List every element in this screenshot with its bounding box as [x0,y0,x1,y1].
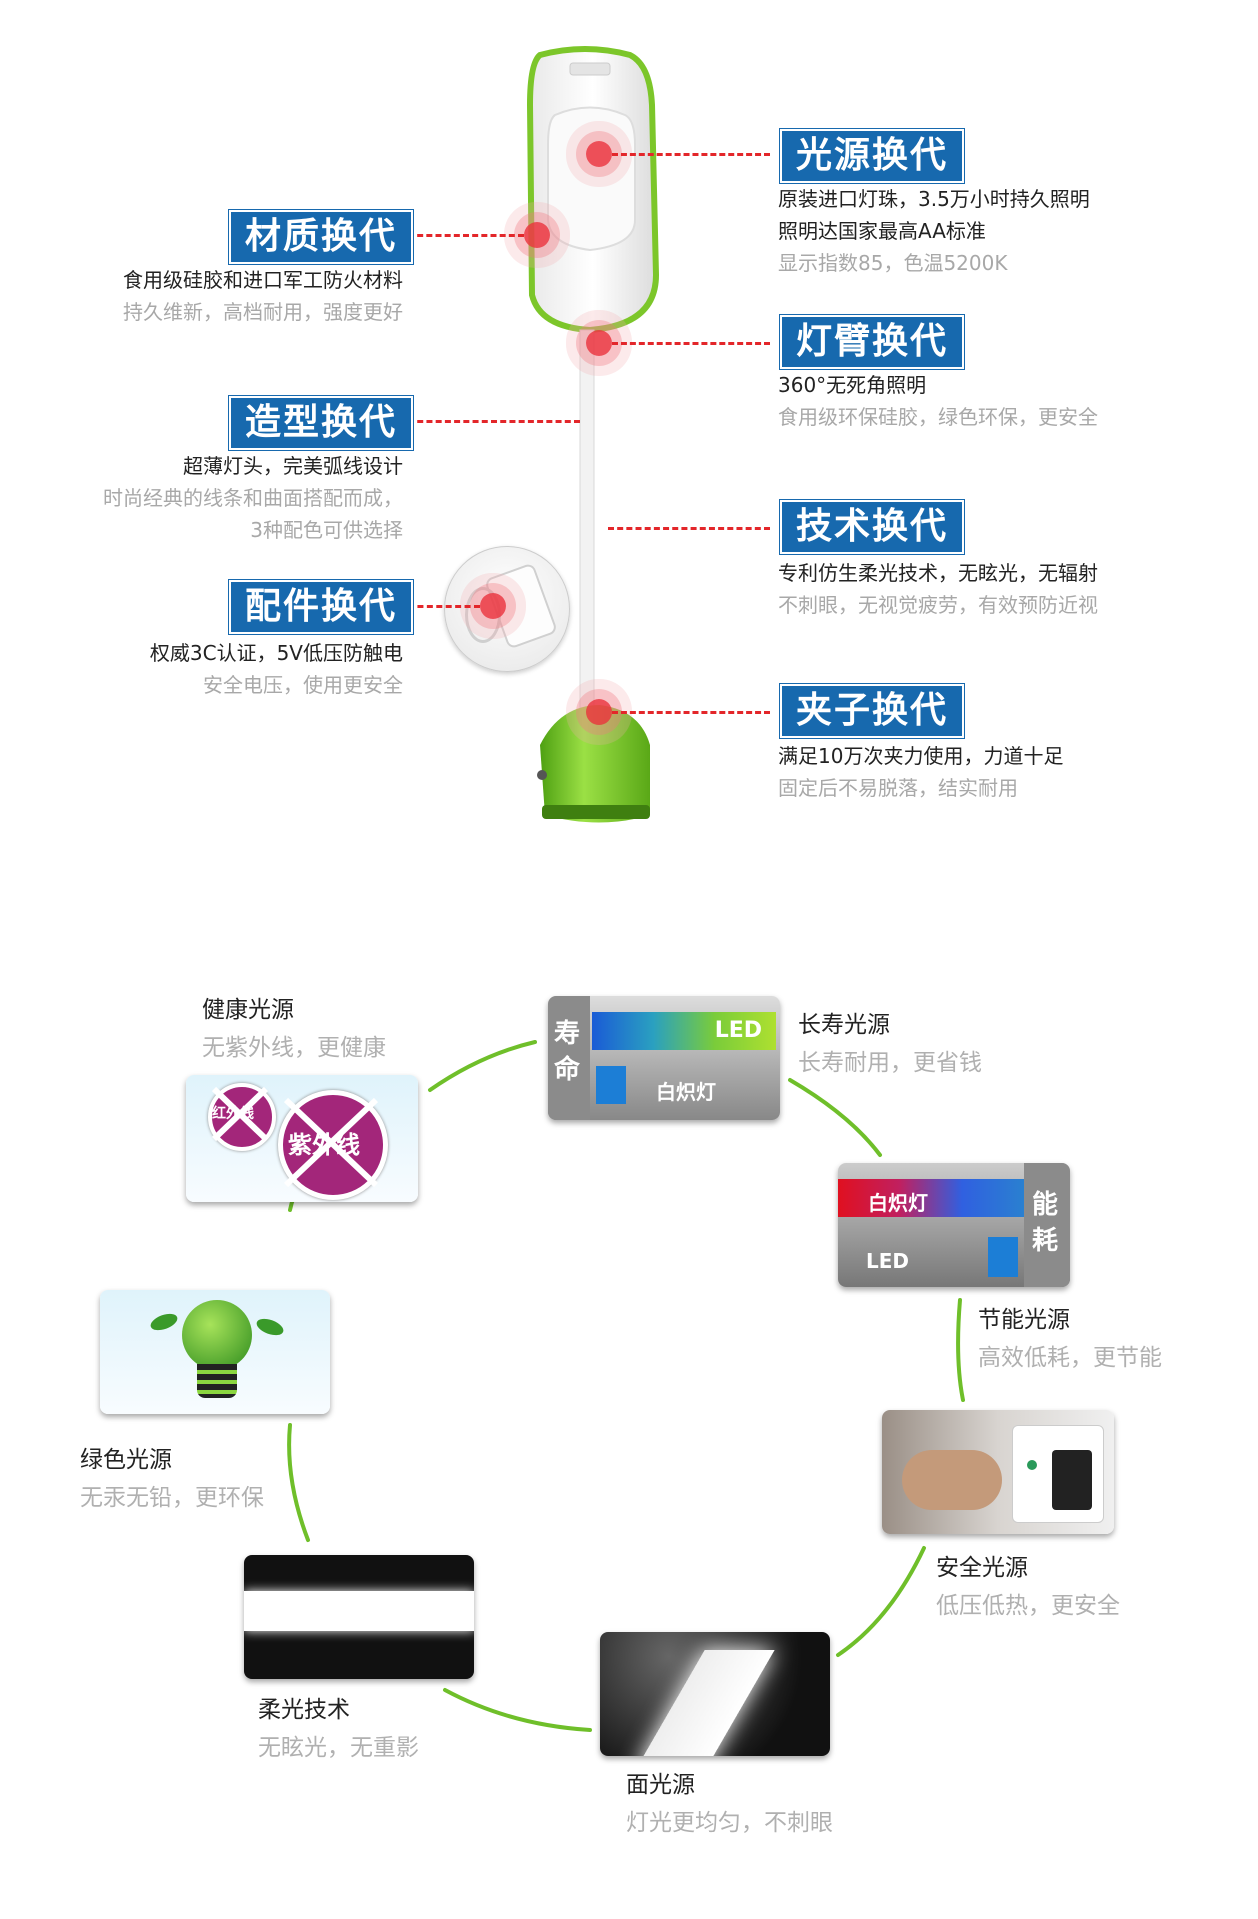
health-light-image: 红外线 紫外线 [186,1075,418,1202]
feature-title: 材质换代 [229,210,414,264]
energy-bulb-label: 白炽灯 [868,1191,928,1215]
feature-title: 灯臂换代 [780,315,965,369]
desk-lamp-illustration [526,46,660,823]
charger-image [444,546,570,672]
connector-arm [612,342,770,345]
feature-line: 固定后不易脱落，结实耐用 [778,776,1018,800]
cycle-title: 长寿光源 [798,1012,890,1038]
cycle-subtitle: 高效低耗，更节能 [978,1345,1162,1371]
hotspot-light-source [586,141,612,167]
cycle-subtitle: 无紫外线，更健康 [202,1035,386,1061]
feature-line: 原装进口灯珠，3.5万小时持久照明 [778,187,1090,211]
hotspot-accessory [480,593,506,619]
soft-light-image [244,1555,474,1679]
lifespan-bulb-label: 白炽灯 [656,1080,716,1104]
lifespan-led-label: LED [714,1018,762,1043]
energy-image: 能耗 白炽灯 LED [838,1163,1070,1287]
cycle-title: 柔光技术 [258,1697,350,1723]
feature-title: 夹子换代 [780,684,965,738]
cycle-subtitle: 无眩光，无重影 [258,1735,419,1761]
feature-title: 技术换代 [780,500,965,554]
cycle-subtitle: 灯光更均匀，不刺眼 [626,1810,833,1836]
feature-title: 配件换代 [229,580,414,634]
feature-line: 超薄灯头，完美弧线设计 [183,454,403,478]
connector-shape [408,420,580,423]
connector-accessory [408,605,480,608]
feature-line: 食用级环保硅胶，绿色环保，更安全 [778,405,1098,429]
connector-light-source [612,153,770,156]
cycle-subtitle: 无汞无铅，更环保 [80,1485,264,1511]
hotspot-arm [586,330,612,356]
connector-clip [612,711,770,714]
feature-line: 食用级硅胶和进口军工防火材料 [123,268,403,292]
surface-light-image [600,1632,830,1756]
feature-line: 显示指数85，色温5200K [778,251,1008,275]
energy-led-label: LED [866,1249,910,1273]
lifespan-side-label: 寿命 [554,1019,581,1085]
connector-material [408,234,524,237]
feature-title: 造型换代 [229,396,414,450]
lifespan-image: 寿命 LED 白炽灯 [548,996,780,1120]
feature-line: 安全电压，使用更安全 [203,673,403,697]
green-light-image [100,1290,330,1414]
hotspot-clip [586,699,612,725]
feature-line: 不刺眼，无视觉疲劳，有效预防近视 [778,593,1098,617]
hotspot-material [524,222,550,248]
feature-line: 满足10万次夹力使用，力道十足 [778,744,1064,768]
cycle-subtitle: 长寿耐用，更省钱 [798,1050,982,1076]
feature-line: 3种配色可供选择 [250,518,403,542]
cycle-subtitle: 低压低热，更安全 [936,1593,1120,1619]
cycle-title: 节能光源 [978,1307,1070,1333]
cycle-title: 安全光源 [936,1555,1028,1581]
energy-side-label: 能耗 [1032,1190,1059,1256]
feature-line: 专利仿生柔光技术，无眩光，无辐射 [778,561,1098,585]
feature-title: 光源换代 [780,129,965,183]
cycle-title: 面光源 [626,1772,695,1798]
safety-image [882,1410,1114,1534]
feature-line: 照明达国家最高AA标准 [778,219,986,243]
cycle-title: 绿色光源 [80,1447,172,1473]
feature-line: 权威3C认证，5V低压防触电 [149,641,403,665]
cycle-title: 健康光源 [202,997,294,1023]
feature-line: 360°无死角照明 [778,373,927,397]
connector-tech [608,527,770,530]
feature-line: 持久维新，高档耐用，强度更好 [123,300,403,324]
feature-line: 时尚经典的线条和曲面搭配而成， [103,486,403,510]
